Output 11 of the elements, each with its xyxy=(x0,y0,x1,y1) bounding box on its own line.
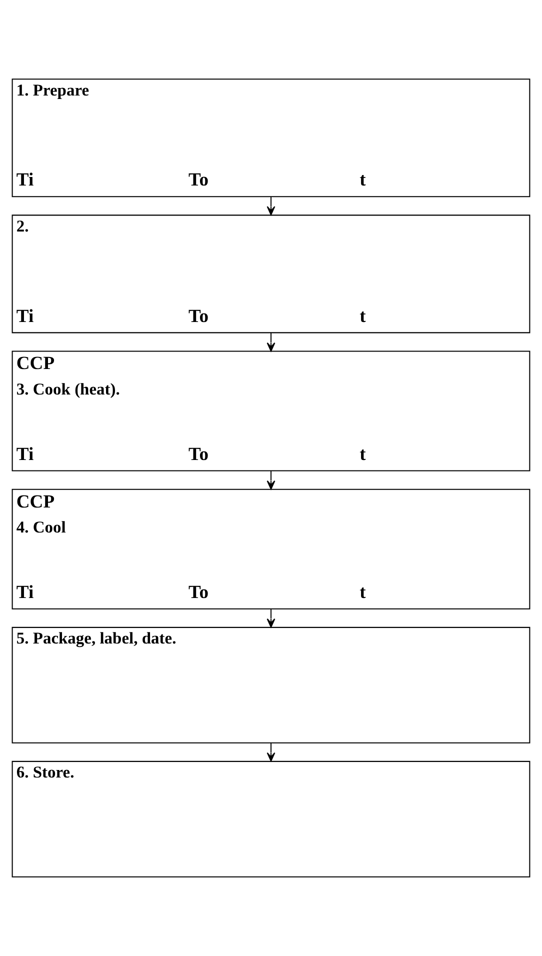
node-box: 2. Ti To t xyxy=(12,214,530,334)
arrow xyxy=(266,742,276,762)
node-box: 5. Package, label, date. xyxy=(12,626,530,744)
node-box: 1. Prepare Ti To t xyxy=(12,78,530,198)
arrow xyxy=(266,196,276,216)
node-box: CCP 3. Cook (heat). Ti To t xyxy=(12,350,530,472)
node-box: 6. Store. xyxy=(12,760,530,878)
arrow xyxy=(266,333,276,352)
arrow xyxy=(266,470,276,490)
arrow xyxy=(266,608,276,628)
node-box: CCP 4. Cool Ti To t xyxy=(12,488,530,610)
